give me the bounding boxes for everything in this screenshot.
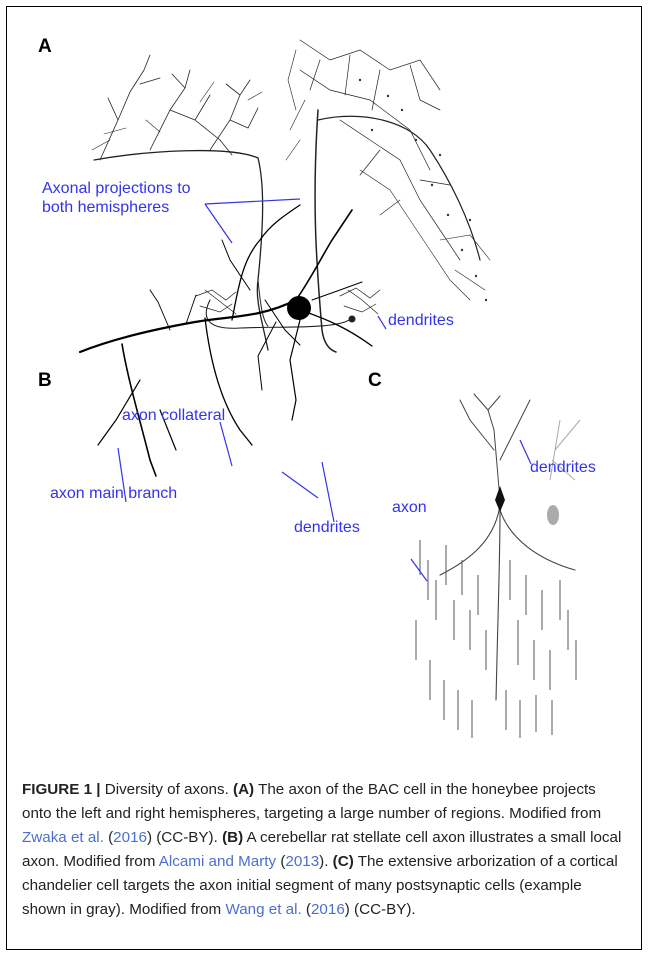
caption-b-reference-link[interactable]: Alcami and Marty	[159, 853, 276, 870]
caption-c-paren-open: (	[302, 901, 311, 918]
panel-c-callouts	[411, 440, 531, 581]
panel-a-puncta	[359, 79, 487, 301]
panel-b-label-dendrites: dendrites	[294, 518, 360, 537]
panel-a-label-axonal-projections-line1: Axonal projections to	[42, 179, 191, 198]
panel-b-neuron	[80, 205, 372, 476]
caption-b-label: (B)	[222, 829, 243, 846]
panel-a-label-dendrites: dendrites	[388, 311, 454, 330]
panel-c-label-axon: axon	[392, 498, 427, 517]
caption-b-paren-open: (	[276, 853, 285, 870]
caption-c-year-link[interactable]: 2016	[311, 901, 345, 918]
caption-a-year-link[interactable]: 2016	[113, 829, 147, 846]
panel-b-label-axon-collateral: axon collateral	[122, 406, 225, 425]
figure-caption: FIGURE 1 | Diversity of axons. (A) The a…	[22, 778, 622, 922]
caption-a-after: ) (CC-BY).	[147, 829, 222, 846]
caption-b-after: ).	[319, 853, 333, 870]
caption-intro: Diversity of axons.	[101, 781, 234, 798]
panel-b-callouts	[118, 422, 334, 522]
panel-c-cartridges	[416, 540, 576, 738]
caption-c-label: (C)	[333, 853, 354, 870]
panel-c-soma	[495, 486, 505, 512]
caption-c-after: ) (CC-BY).	[345, 901, 416, 918]
panel-b-soma	[287, 296, 311, 320]
panel-b-label-axon-main-branch: axon main branch	[50, 484, 177, 503]
caption-c-reference-link[interactable]: Wang et al.	[225, 901, 301, 918]
caption-a-paren-open: (	[104, 829, 113, 846]
caption-figure-label: FIGURE 1 |	[22, 781, 101, 798]
caption-b-year-link[interactable]: 2013	[285, 853, 319, 870]
caption-a-label: (A)	[233, 781, 254, 798]
panel-a-label-axonal-projections-line2: both hemispheres	[42, 198, 169, 217]
panel-c-label-dendrites: dendrites	[530, 458, 596, 477]
panel-c-neuron	[440, 394, 575, 700]
caption-a-reference-link[interactable]: Zwaka et al.	[22, 829, 104, 846]
